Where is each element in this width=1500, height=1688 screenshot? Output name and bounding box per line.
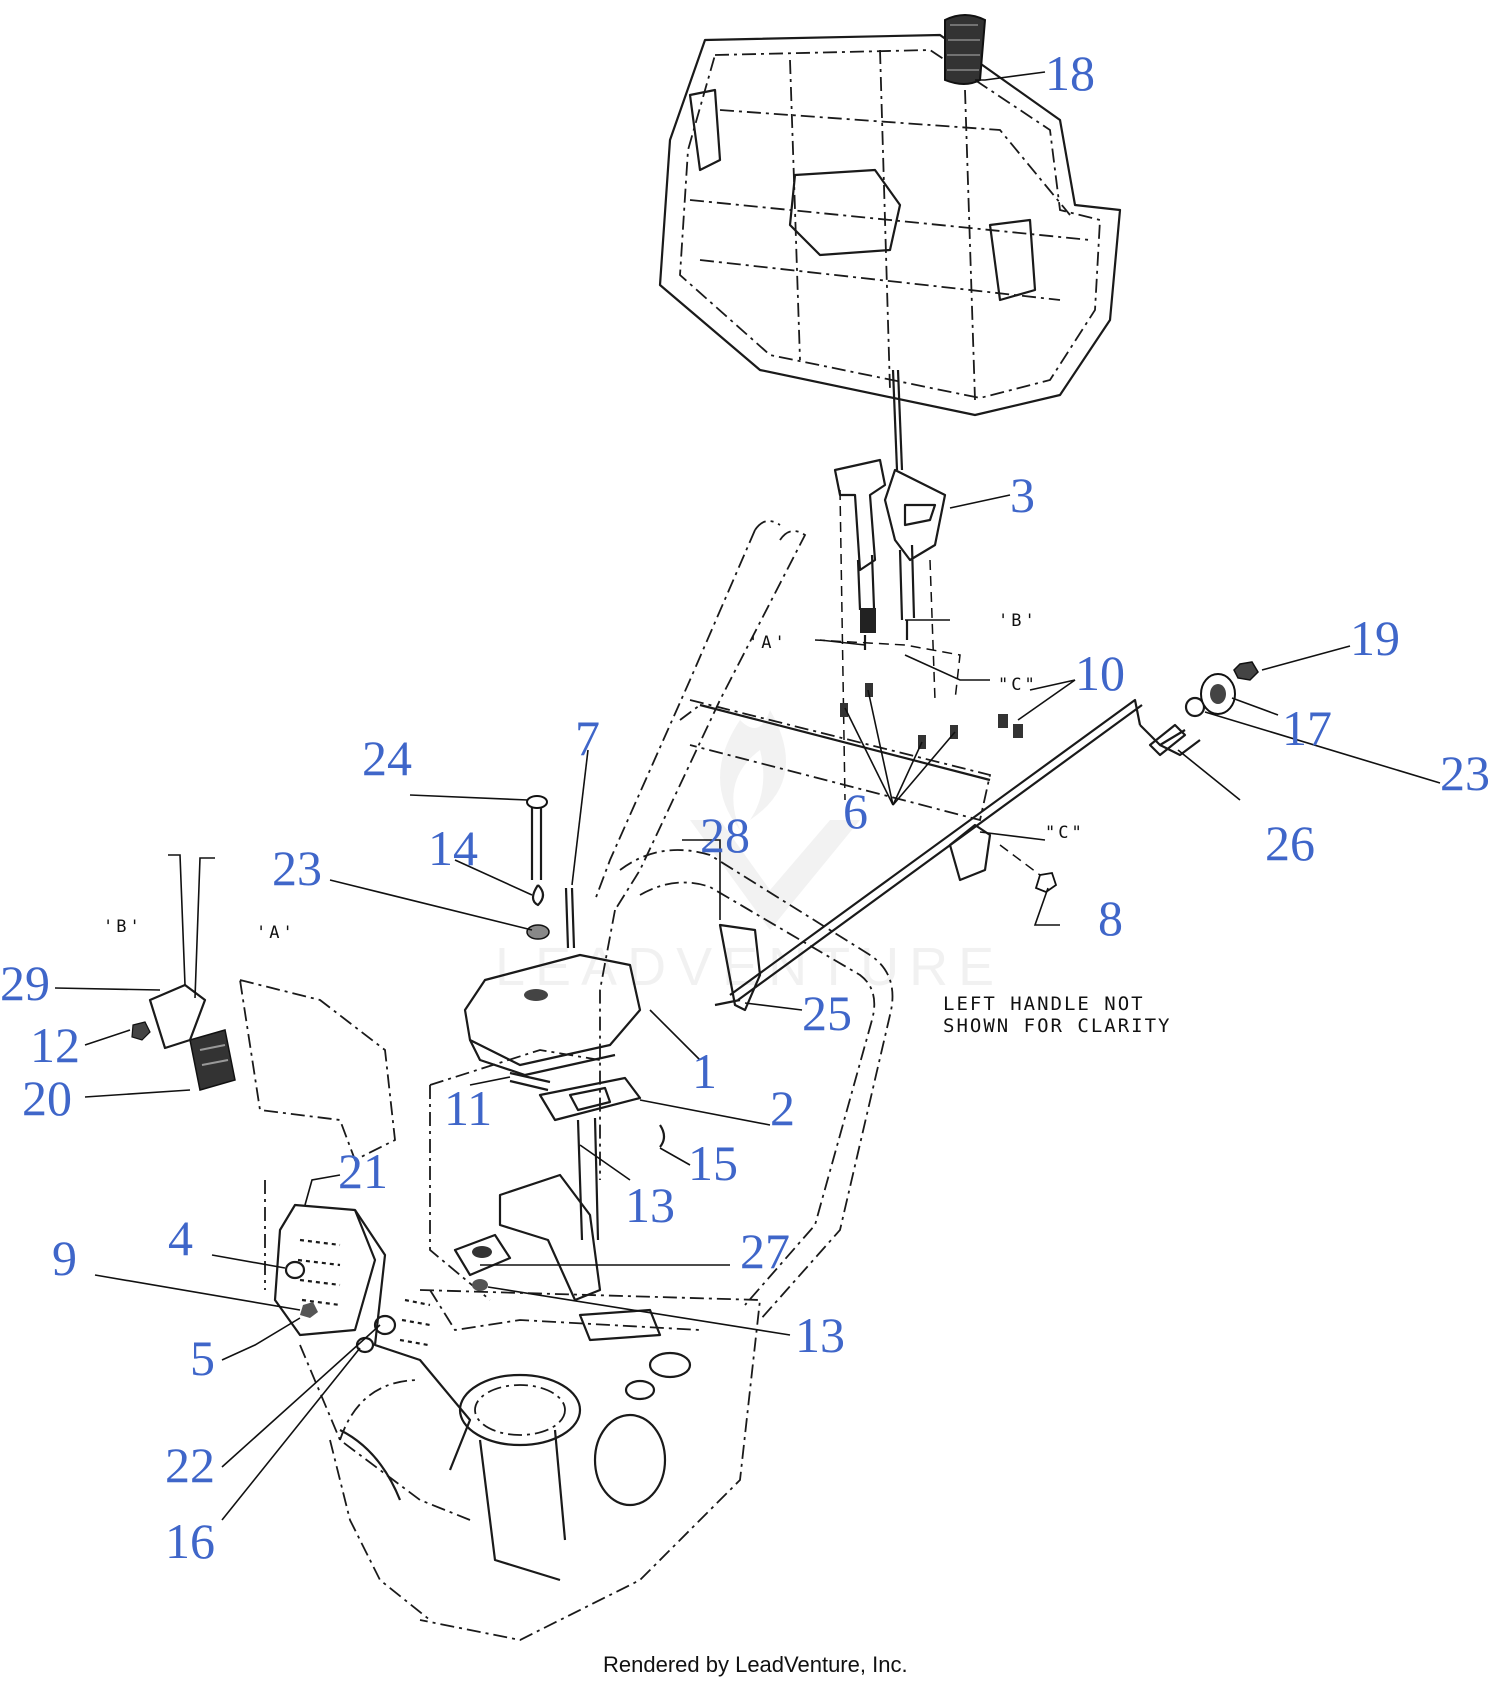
callout-1: 1 — [692, 1043, 717, 1099]
leader-lines — [54, 71, 1441, 1521]
note-line-1: LEFT HANDLE NOT — [943, 993, 1145, 1015]
hair-pin-clip — [531, 884, 545, 907]
callout-24: 24 — [362, 730, 412, 786]
shift-rod-edge — [891, 369, 899, 471]
callout-12: 12 — [30, 1017, 80, 1073]
callout-23-right: 23 — [1440, 745, 1490, 801]
shift-cover — [463, 953, 642, 1077]
leadventure-watermark: LEADVENTURE — [495, 710, 1004, 997]
callout-13-lower: 13 — [795, 1307, 845, 1363]
callout-16: 16 — [165, 1513, 215, 1569]
washer-left — [526, 924, 550, 940]
bolts-6 — [840, 683, 958, 749]
gear-plate — [538, 1076, 642, 1241]
callout-17: 17 — [1282, 700, 1332, 756]
callout-11: 11 — [444, 1080, 492, 1136]
note-line-2: SHOWN FOR CLARITY — [943, 1015, 1171, 1037]
callout-27: 27 — [740, 1223, 790, 1279]
assembly-line-1 — [839, 489, 846, 801]
ref-c-top: "C" — [998, 675, 1038, 695]
bushing — [453, 1233, 512, 1277]
callout-2: 2 — [770, 1080, 795, 1136]
ref-b-left: 'B' — [103, 917, 143, 937]
ref-a-left: 'A' — [256, 923, 296, 943]
callout-25: 25 — [802, 985, 852, 1041]
ref-b-top: 'B' — [998, 611, 1038, 631]
chute-bracket — [148, 983, 207, 1050]
assembly-line-2 — [929, 559, 936, 701]
shift-knob — [944, 14, 987, 85]
dash-panel-cover — [658, 33, 1122, 417]
mount-bracket — [718, 923, 762, 1012]
callout-13-upper: 13 — [625, 1177, 675, 1233]
clarity-note: LEFT HANDLE NOT SHOWN FOR CLARITY — [943, 993, 1171, 1037]
watermark-text: LEADVENTURE — [495, 937, 1004, 997]
callout-6: 6 — [843, 783, 868, 839]
carriage-bolt — [526, 795, 548, 880]
ref-c-mid: "C" — [1045, 823, 1085, 843]
lower-handle-frame — [429, 849, 894, 1321]
shift-lever — [498, 1173, 602, 1302]
callout-23-left: 23 — [272, 840, 322, 896]
chute-deflector — [238, 978, 396, 1290]
callout-14: 14 — [428, 820, 478, 876]
upper-handle — [594, 520, 992, 911]
assembly-line-3 — [814, 639, 961, 701]
callout-7: 7 — [575, 710, 600, 766]
hex-nut — [1233, 661, 1259, 681]
washer-13 — [472, 1279, 488, 1291]
callout-3: 3 — [1010, 467, 1035, 523]
callout-9: 9 — [52, 1230, 77, 1286]
callout-26: 26 — [1265, 815, 1315, 871]
callout-15: 15 — [688, 1135, 738, 1191]
nut-9 — [300, 1302, 318, 1318]
callout-19: 19 — [1350, 610, 1400, 666]
ref-a-top: 'A' — [748, 633, 788, 653]
render-credit: Rendered by LeadVenture, Inc. — [603, 1652, 908, 1677]
screws-10 — [998, 714, 1023, 738]
callout-21: 21 — [338, 1143, 388, 1199]
chute-pivot — [189, 1029, 236, 1091]
shift-lever-bracket — [833, 458, 947, 650]
spring-clip — [659, 1124, 666, 1148]
clevis-pin — [714, 998, 741, 1007]
callout-18: 18 — [1045, 45, 1095, 101]
roll-pin — [564, 887, 576, 949]
callout-4: 4 — [168, 1210, 193, 1266]
callout-10: 10 — [1075, 645, 1125, 701]
chute-crank-knob — [1200, 673, 1236, 715]
callout-28: 28 — [700, 807, 750, 863]
callout-20: 20 — [22, 1070, 72, 1126]
bolt-4 — [284, 1260, 306, 1280]
callout-numbers: 18 3 10 19 17 23 6 26 8 28 25 24 7 14 23… — [0, 45, 1490, 1569]
frame-housing — [329, 1289, 762, 1641]
shift-rod — [896, 369, 904, 471]
callout-8: 8 — [1098, 890, 1123, 946]
nut-12 — [131, 1021, 151, 1041]
callout-22: 22 — [165, 1437, 215, 1493]
pivot-pin — [509, 1071, 551, 1092]
callout-29: 29 — [0, 955, 50, 1011]
callout-5: 5 — [190, 1330, 215, 1386]
rod-bracket — [948, 823, 992, 882]
reference-letters: 'A' 'B' "C" "C" 'B' 'A' — [103, 611, 1085, 943]
rod-ferrule — [1148, 723, 1187, 757]
washer-22 — [373, 1314, 397, 1336]
bolt-8 — [999, 844, 1058, 894]
discharge-chute — [273, 1203, 472, 1521]
